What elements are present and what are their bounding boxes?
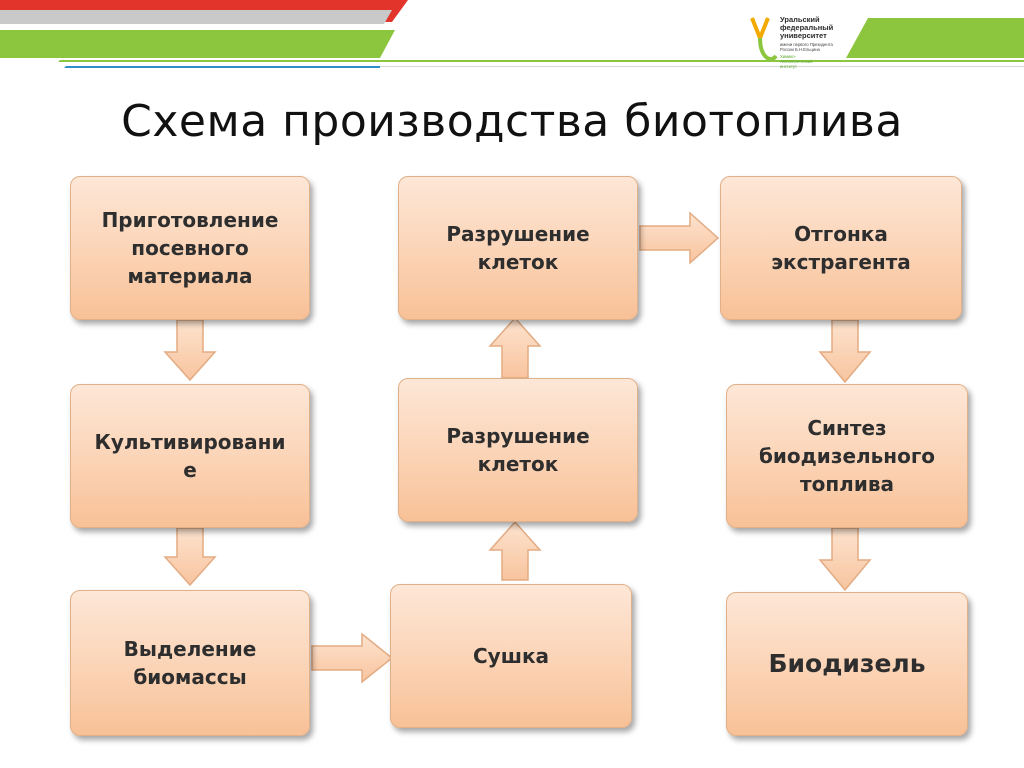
arrow-down-4: [818, 527, 872, 592]
step-cell-destruction-middle: Разрушение клеток: [398, 378, 638, 522]
arrow-down-2: [163, 527, 217, 587]
logo-mark-icon: [750, 17, 778, 62]
logo-line-2: федеральный: [780, 23, 834, 32]
gray-stripe: [0, 10, 392, 24]
step-cultivation: Культивировани е: [70, 384, 310, 528]
step-label: Выделение биомассы: [123, 637, 257, 689]
arrow-right-2: [639, 211, 720, 265]
step-extractant-distillation: Отгонка экстрагента: [720, 176, 962, 320]
green-bar-right: [846, 18, 1024, 58]
arrow-up-1: [488, 520, 542, 581]
arrow-right-1: [311, 632, 394, 684]
logo-subtitle-2: России Б.Н.Ельцина: [780, 47, 820, 52]
step-biodiesel: Биодизель: [726, 592, 968, 736]
header-decoration: [0, 0, 1024, 68]
blue-line: [64, 66, 380, 68]
step-biomass-extraction: Выделение биомассы: [70, 590, 310, 736]
logo-line-3: университет: [780, 31, 827, 40]
logo-line-1: Уральский: [780, 15, 820, 24]
arrow-down-3: [818, 319, 872, 384]
step-label: Культивировани е: [94, 430, 286, 482]
green-bar-left: [0, 30, 395, 58]
logo-institute-2: технологический: [780, 59, 813, 64]
university-logo: Уральский федеральный университет имени …: [748, 14, 858, 70]
step-seed-preparation: Приготовление посевного материала: [70, 176, 310, 320]
step-biodiesel-synthesis: Синтез биодизельного топлива: [726, 384, 968, 528]
step-label: Сушка: [472, 644, 550, 668]
arrow-down-1: [163, 319, 217, 382]
step-label: Приготовление посевного материала: [101, 208, 279, 288]
step-label: Отгонка экстрагента: [771, 222, 911, 274]
step-cell-destruction-top: Разрушение клеток: [398, 176, 638, 320]
step-label: Биодизель: [768, 649, 926, 678]
logo-institute-3: институт: [780, 64, 797, 69]
step-drying: Сушка: [390, 584, 632, 728]
step-label: Разрушение клеток: [446, 222, 590, 274]
green-thin-line: [58, 60, 1024, 62]
slide-title: Схема производства биотоплива: [121, 96, 903, 147]
logo-subtitle-1: имени первого Президента: [780, 42, 833, 47]
arrow-up-2: [488, 316, 542, 379]
logo-institute-1: Химико-: [780, 54, 796, 59]
step-label: Разрушение клеток: [446, 424, 590, 476]
step-label: Синтез биодизельного топлива: [758, 416, 936, 496]
gray-line: [380, 66, 1024, 67]
